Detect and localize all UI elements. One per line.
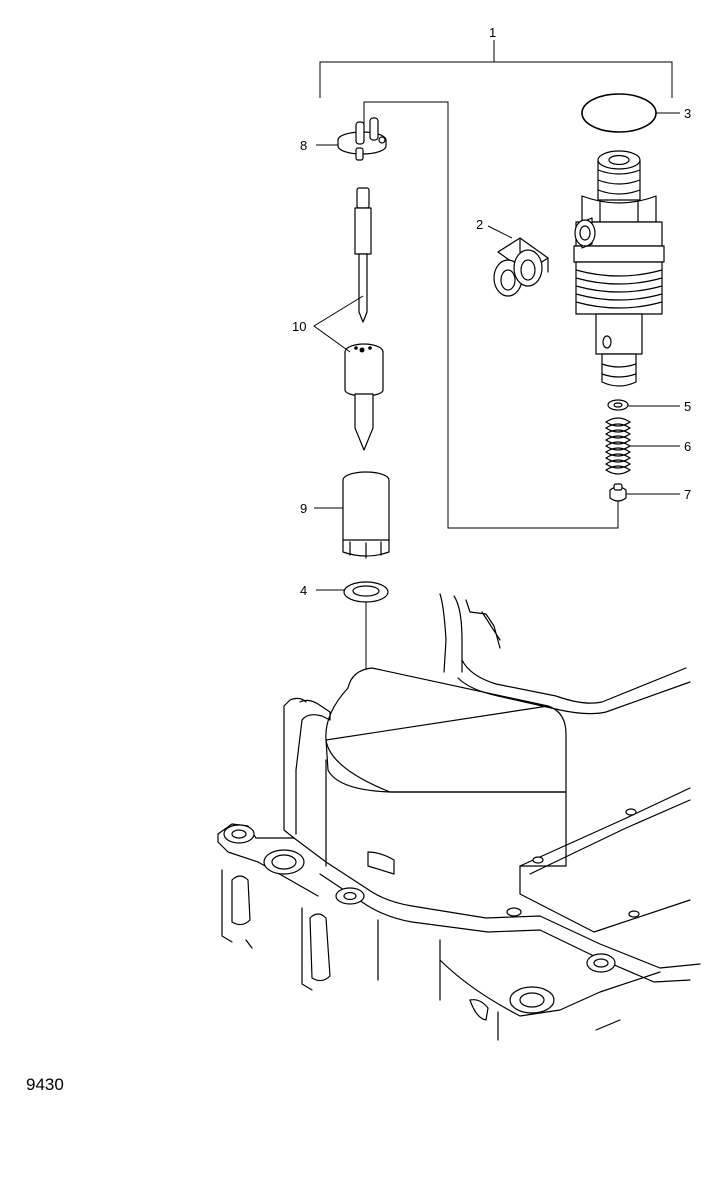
part-cap-nut bbox=[342, 471, 390, 559]
callout-2: 2 bbox=[476, 217, 483, 232]
callout-7: 7 bbox=[684, 487, 691, 502]
callout-4: 4 bbox=[300, 583, 307, 598]
part-needle bbox=[354, 187, 372, 323]
part-sealing-washer bbox=[343, 581, 389, 670]
callout-10: 10 bbox=[292, 319, 306, 334]
part-spring-seat bbox=[609, 483, 627, 502]
callout-5: 5 bbox=[684, 399, 691, 414]
part-leak-off-connector bbox=[337, 117, 387, 161]
callout-9: 9 bbox=[300, 501, 307, 516]
figure-number: 9430 bbox=[26, 1075, 64, 1094]
cylinder-head bbox=[217, 593, 701, 1041]
part-spring bbox=[605, 417, 631, 475]
callout-6: 6 bbox=[684, 439, 691, 454]
part-clamp bbox=[493, 237, 549, 297]
callout-1: 1 bbox=[489, 25, 496, 40]
assembly-bracket bbox=[319, 40, 673, 98]
callout-labels: 1 2 3 4 5 6 7 8 9 10 bbox=[292, 25, 691, 598]
part-injector-holder bbox=[573, 150, 665, 387]
callout-8: 8 bbox=[300, 138, 307, 153]
leak-off-line bbox=[363, 101, 619, 529]
part-o-ring bbox=[581, 93, 657, 133]
part-nozzle-body bbox=[344, 343, 384, 451]
part-shim bbox=[607, 399, 629, 411]
callout-leaders bbox=[313, 112, 680, 591]
callout-3: 3 bbox=[684, 106, 691, 121]
